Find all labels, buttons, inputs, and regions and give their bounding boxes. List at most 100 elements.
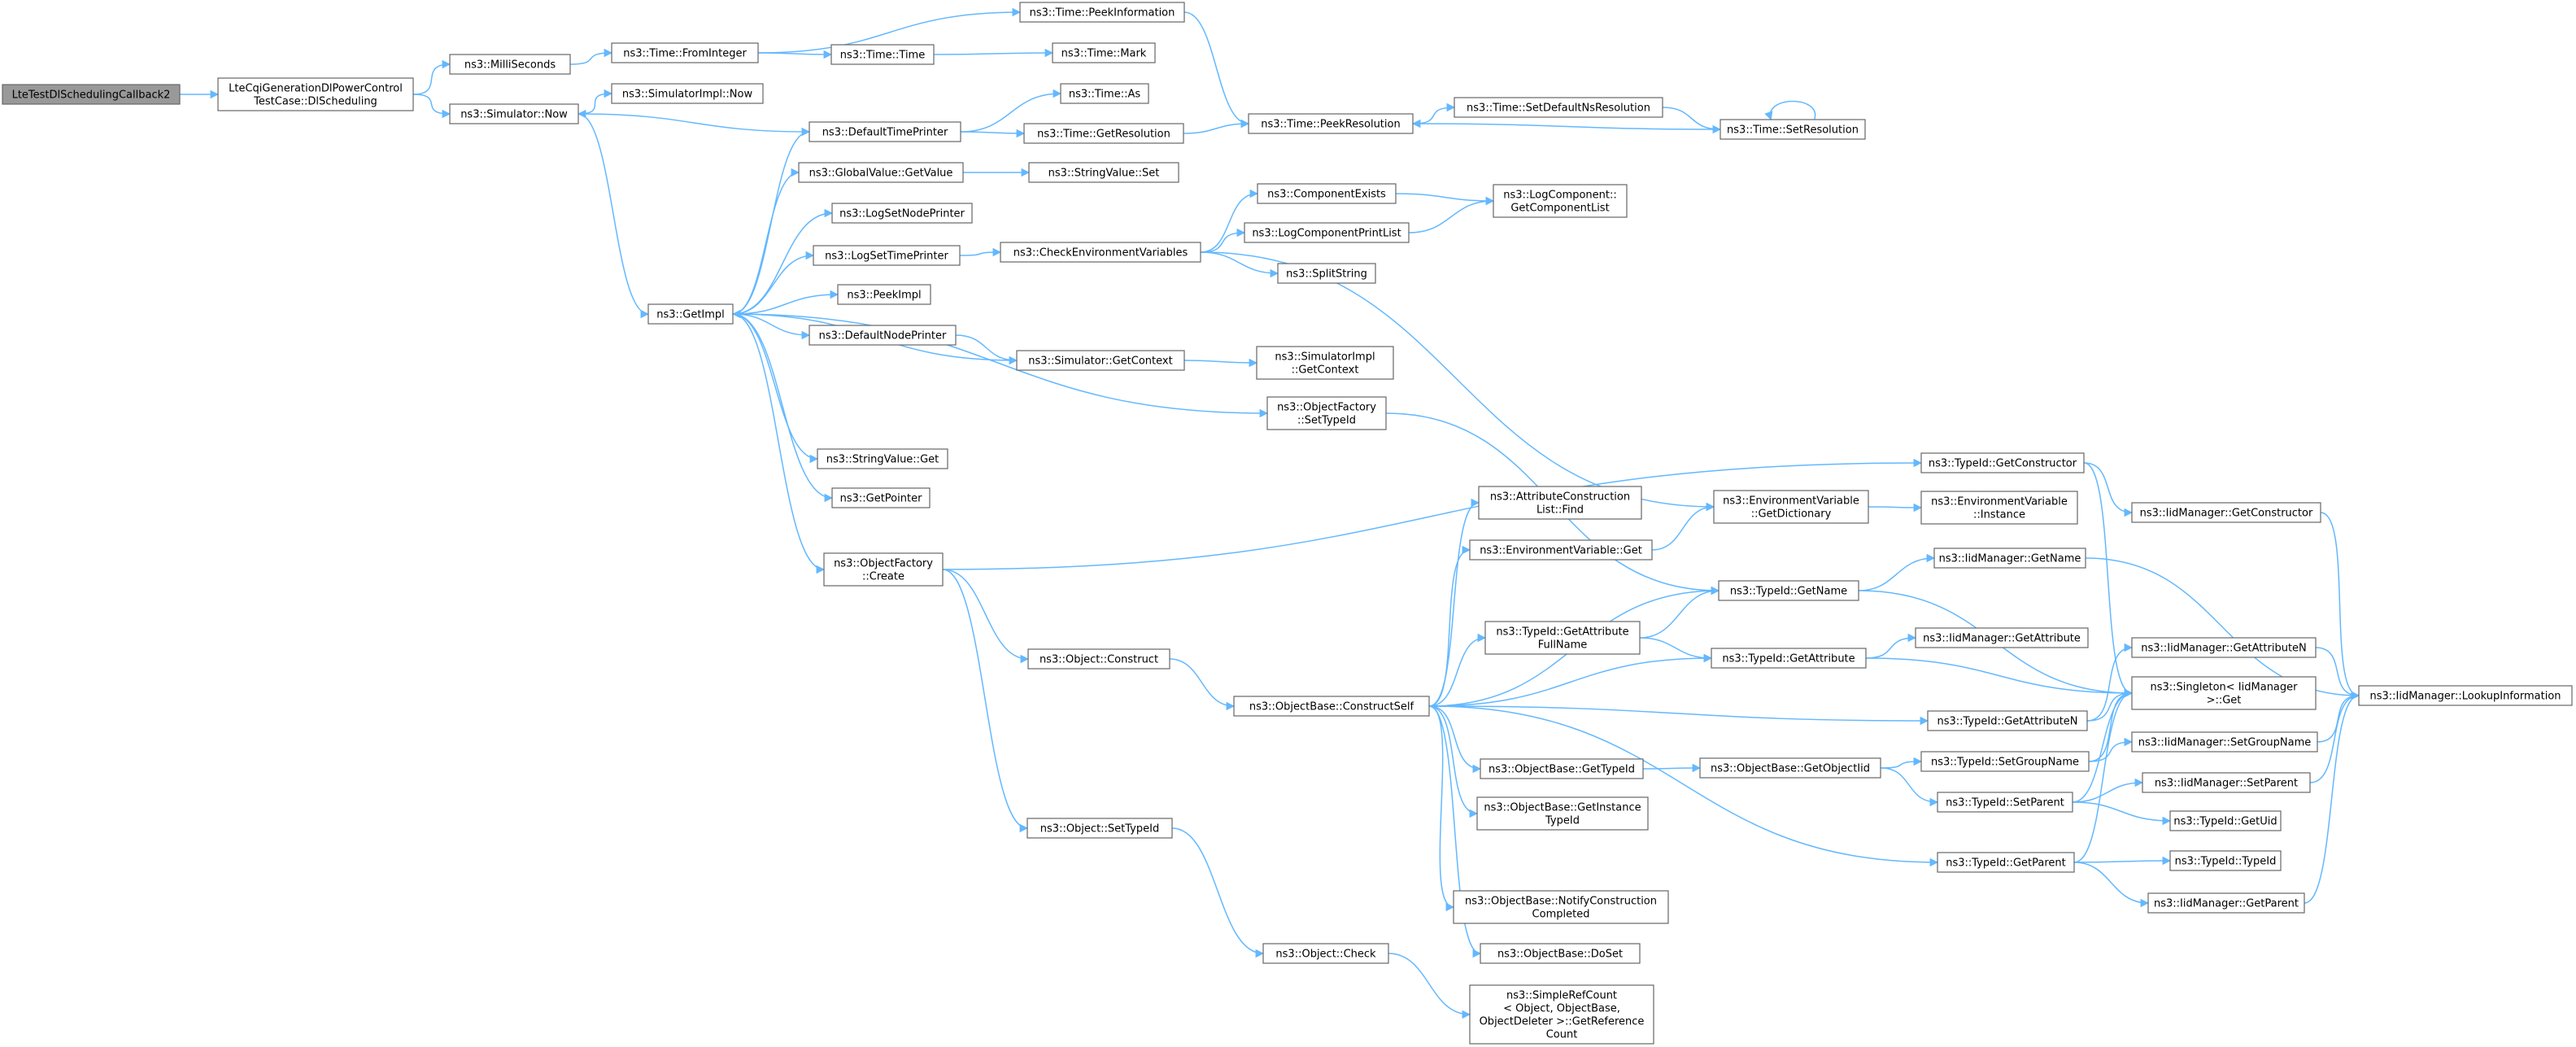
- node-box: [831, 203, 973, 224]
- edge-n57-to-n50: [2072, 688, 2134, 803]
- graph-node-n55[interactable]: ns3::TypeId::SetGroupName: [1920, 751, 2090, 772]
- graph-node-n17[interactable]: ns3::StringValue::Set: [1028, 162, 1179, 183]
- graph-node-n15[interactable]: ns3::Time::SetResolution: [1720, 119, 1866, 140]
- graph-node-n26[interactable]: ns3::DefaultNodePrinter: [809, 325, 957, 346]
- edge-n32-to-n47: [942, 458, 1923, 570]
- node-box: [2147, 892, 2305, 914]
- node-box: [823, 552, 944, 587]
- graph-node-n13[interactable]: ns3::Time::PeekResolution: [1248, 113, 1414, 134]
- node-box: [1028, 162, 1179, 183]
- edge-n10-to-n3: [577, 109, 810, 133]
- graph-node-n20[interactable]: ns3::CheckEnvironmentVariables: [1000, 242, 1201, 263]
- graph-node-n62[interactable]: ns3::TypeId::TypeId: [2169, 850, 2282, 871]
- node-label: ns3::ObjectBase::GetInstance: [1484, 802, 1641, 814]
- graph-node-n16[interactable]: ns3::GlobalValue::GetValue: [798, 162, 964, 183]
- graph-node-n61[interactable]: ns3::TypeId::GetParent: [1937, 852, 2075, 873]
- graph-node-n56[interactable]: ns3::IidManager::SetGroupName: [2131, 731, 2318, 753]
- node-box: [809, 325, 957, 346]
- graph-node-n65[interactable]: ns3::ObjectBase::DoSet: [1480, 943, 1641, 964]
- graph-node-n31[interactable]: ns3::GetPointer: [831, 487, 931, 508]
- graph-node-n7[interactable]: ns3::Time::Mark: [1052, 42, 1156, 63]
- edge-n19-to-n20: [959, 247, 1002, 257]
- node-label: List::Find: [1536, 504, 1584, 517]
- graph-node-n58[interactable]: ns3::IidManager::SetParent: [2142, 772, 2311, 793]
- graph-node-n63[interactable]: ns3::IidManager::GetParent: [2147, 892, 2305, 914]
- edge-n49-to-n51: [2315, 647, 2360, 700]
- graph-node-n11[interactable]: ns3::Time::As: [1060, 83, 1149, 104]
- node-label: ns3::TypeId::GetParent: [1946, 857, 2066, 870]
- graph-node-n46[interactable]: ns3::IidManager::GetAttribute: [1915, 627, 2089, 648]
- node-label: < Object, ObjectBase,: [1503, 1003, 1620, 1015]
- graph-node-n28[interactable]: ns3::SimulatorImpl::GetContext: [1256, 346, 1394, 380]
- graph-node-n43[interactable]: ns3::IidManager::GetName: [1933, 547, 2086, 569]
- node-box: [1060, 83, 1149, 104]
- graph-node-n18[interactable]: ns3::LogSetNodePrinter: [831, 203, 973, 224]
- graph-node-n29[interactable]: ns3::ObjectFactory::SetTypeId: [1266, 396, 1387, 430]
- graph-node-n36[interactable]: ns3::SimpleRefCount< Object, ObjectBase,…: [1469, 984, 1654, 1045]
- node-box: [2131, 637, 2317, 658]
- graph-node-n4[interactable]: ns3::Time::FromInteger: [611, 42, 759, 63]
- node-box: [1016, 350, 1185, 371]
- graph-node-n24[interactable]: ns3::SplitString: [1277, 263, 1376, 284]
- edge-n13-to-n14: [1412, 103, 1456, 124]
- graph-node-n30[interactable]: ns3::StringValue::Get: [817, 448, 948, 469]
- graph-node-n25[interactable]: ns3::PeekImpl: [837, 284, 931, 305]
- node-label: ns3::Object::Construct: [1040, 654, 1158, 666]
- graph-node-n49[interactable]: ns3::IidManager::GetAttributeN: [2131, 637, 2317, 658]
- graph-node-n0[interactable]: LteTestDlSchedulingCallback2: [2, 84, 181, 105]
- edge-n20-to-n21: [1200, 189, 1259, 253]
- graph-node-n21[interactable]: ns3::ComponentExists: [1257, 183, 1397, 204]
- graph-node-n23[interactable]: ns3::LogComponentPrintList: [1244, 222, 1410, 243]
- graph-node-n10[interactable]: ns3::DefaultTimePrinter: [809, 121, 961, 142]
- node-label: ns3::DefaultTimePrinter: [822, 127, 948, 139]
- node-label: ns3::Time::FromInteger: [623, 48, 747, 60]
- node-box: [1920, 452, 2085, 473]
- node-label: ns3::TypeId::SetGroupName: [1931, 757, 2079, 769]
- graph-node-n47[interactable]: ns3::TypeId::GetConstructor: [1920, 452, 2085, 473]
- node-label: ns3::TypeId::GetConstructor: [1929, 458, 2077, 470]
- graph-node-n45[interactable]: ns3::TypeId::GetAttribute: [1711, 648, 1867, 669]
- node-box: [1476, 796, 1649, 831]
- graph-node-n8[interactable]: ns3::SimulatorImpl::Now: [611, 83, 764, 104]
- graph-node-n5[interactable]: ns3::Time::PeekInformation: [1019, 2, 1185, 23]
- graph-node-n42[interactable]: ns3::TypeId::GetName: [1718, 580, 1859, 601]
- node-label: ns3::ObjectBase::DoSet: [1497, 949, 1623, 961]
- edge-n61-to-n50: [2073, 688, 2134, 863]
- graph-node-n2[interactable]: ns3::MilliSeconds: [449, 54, 571, 75]
- graph-node-n19[interactable]: ns3::LogSetTimePrinter: [813, 245, 961, 266]
- node-box: [1233, 696, 1430, 717]
- node-box: [1711, 648, 1867, 669]
- graph-node-n39[interactable]: ns3::EnvironmentVariable::Get: [1469, 539, 1653, 561]
- graph-node-n6[interactable]: ns3::Time::Time: [830, 44, 935, 65]
- graph-node-n27[interactable]: ns3::Simulator::GetContext: [1016, 350, 1185, 371]
- graph-node-n54[interactable]: ns3::ObjectBase::GetObjectIid: [1699, 757, 1881, 779]
- graph-node-n12[interactable]: ns3::Time::GetResolution: [1023, 123, 1184, 144]
- graph-node-n51[interactable]: ns3::IidManager::LookupInformation: [2358, 685, 2573, 706]
- graph-node-n57[interactable]: ns3::TypeId::SetParent: [1937, 792, 2073, 813]
- graph-node-n9[interactable]: ns3::GetImpl: [647, 303, 734, 325]
- graph-node-n50[interactable]: ns3::Singleton< IidManager>::Get: [2131, 676, 2317, 710]
- graph-node-n1[interactable]: LteCqiGenerationDlPowerControlTestCase::…: [217, 77, 414, 111]
- graph-node-n33[interactable]: ns3::Object::Construct: [1027, 648, 1170, 670]
- graph-node-n32[interactable]: ns3::ObjectFactory::Create: [823, 552, 944, 587]
- graph-node-n53[interactable]: ns3::ObjectBase::GetTypeId: [1480, 758, 1644, 779]
- graph-node-n34[interactable]: ns3::Object::SetTypeId: [1026, 818, 1173, 839]
- graph-node-n59[interactable]: ns3::TypeId::GetUid: [2169, 810, 2282, 831]
- node-label: FullName: [1538, 639, 1588, 652]
- graph-node-n40[interactable]: ns3::EnvironmentVariable::GetDictionary: [1713, 490, 1869, 524]
- graph-node-n52[interactable]: ns3::TypeId::GetAttributeN: [1927, 710, 2088, 731]
- edge-n32-to-n33: [942, 569, 1030, 664]
- graph-node-n64[interactable]: ns3::ObjectBase::NotifyConstructionCompl…: [1453, 890, 1669, 924]
- graph-node-n14[interactable]: ns3::Time::SetDefaultNsResolution: [1454, 97, 1663, 118]
- edge-n54-to-n55: [1880, 757, 1923, 769]
- graph-node-n35[interactable]: ns3::Object::Check: [1262, 943, 1389, 964]
- graph-node-n3[interactable]: ns3::Simulator::Now: [449, 103, 579, 124]
- graph-node-n48[interactable]: ns3::IidManager::GetConstructor: [2131, 502, 2321, 523]
- graph-node-n37[interactable]: ns3::ObjectBase::ConstructSelf: [1233, 696, 1430, 717]
- graph-node-n41[interactable]: ns3::EnvironmentVariable::Instance: [1920, 491, 2078, 525]
- node-box: [1718, 580, 1859, 601]
- graph-node-n22[interactable]: ns3::LogComponent::GetComponentList: [1493, 184, 1628, 218]
